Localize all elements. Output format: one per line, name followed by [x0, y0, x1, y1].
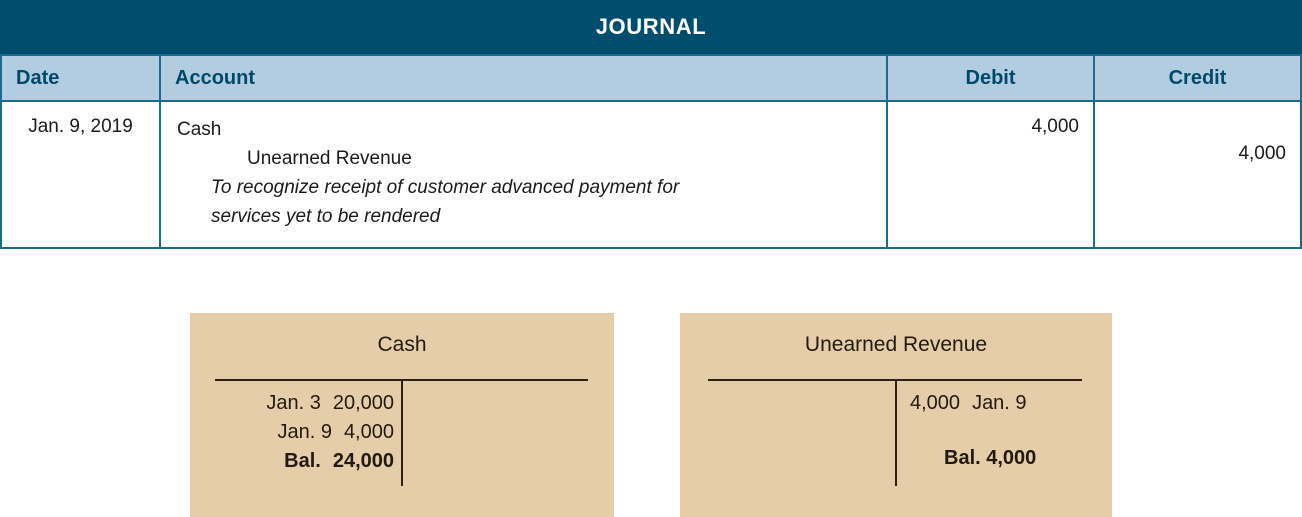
entry-date: Jan. 9, 2019	[0, 102, 161, 249]
t-account-unearned-revenue-vertical-rule	[895, 379, 897, 486]
entry-debit-amount: 4,000	[1031, 116, 1079, 137]
column-header-account: Account	[161, 54, 888, 102]
t-account-cash-title: Cash	[377, 333, 427, 356]
t-account-balance: Bal. 24,000	[230, 447, 394, 476]
t-balance-amount: 24,000	[332, 450, 394, 473]
entry-memo-line-2: services yet to be rendered	[211, 205, 441, 227]
t-account-cash-vertical-rule	[401, 379, 403, 486]
t-entry-amount: 4,000	[343, 421, 394, 444]
t-account-entry: Jan. 9 4,000	[230, 418, 394, 447]
t-entry-label: Jan. 9	[972, 392, 1027, 414]
journal-table: JOURNAL Date Account Debit Credit Jan. 9…	[0, 0, 1302, 249]
t-entry-label: Jan. 3	[266, 392, 321, 414]
entry-memo: To recognize receipt of customer advance…	[177, 174, 851, 232]
journal-title: JOURNAL	[0, 0, 1302, 54]
entry-debit-account: Cash	[177, 119, 222, 140]
t-balance-label: Bal.	[284, 450, 321, 473]
entry-account-cell: Cash Unearned Revenue To recognize recei…	[161, 102, 888, 249]
entry-credit-amount: 4,000	[1238, 143, 1286, 164]
entry-credit-account: Unearned Revenue	[247, 147, 412, 169]
t-account-cash: Cash Jan. 3 20,000 Jan. 9 4,000 Bal. 24,…	[190, 313, 614, 517]
column-header-debit: Debit	[888, 54, 1095, 102]
column-header-credit: Credit	[1095, 54, 1302, 102]
t-account-entry: Jan. 3 20,000	[230, 389, 394, 418]
column-header-date: Date	[0, 54, 161, 102]
t-account-unearned-revenue-title: Unearned Revenue	[804, 333, 988, 356]
t-balance-amount: Bal. 4,000	[944, 447, 1037, 470]
journal-grid: Date Account Debit Credit Jan. 9, 2019 C…	[0, 54, 1302, 249]
entry-memo-line-1: To recognize receipt of customer advance…	[211, 176, 680, 198]
entry-debit-cell: 4,000	[888, 102, 1095, 249]
t-account-unearned-revenue-credit-entries: 4,000 Jan. 9 Bal. 4,000	[902, 389, 1087, 473]
entry-credit-cell: 4,000 4,000	[1095, 102, 1302, 249]
t-account-entry: 4,000 Jan. 9	[902, 389, 1087, 418]
t-account-unearned-revenue: Unearned Revenue 4,000 Jan. 9 Bal. 4,000	[680, 313, 1112, 517]
t-entry-amount: 20,000	[332, 392, 394, 414]
t-account-balance: Bal. 4,000	[902, 444, 1087, 473]
t-entry-label: Jan. 9	[277, 421, 332, 444]
t-account-cash-debit-entries: Jan. 3 20,000 Jan. 9 4,000 Bal. 24,000	[230, 389, 394, 477]
t-entry-amount: 4,000	[910, 392, 961, 414]
